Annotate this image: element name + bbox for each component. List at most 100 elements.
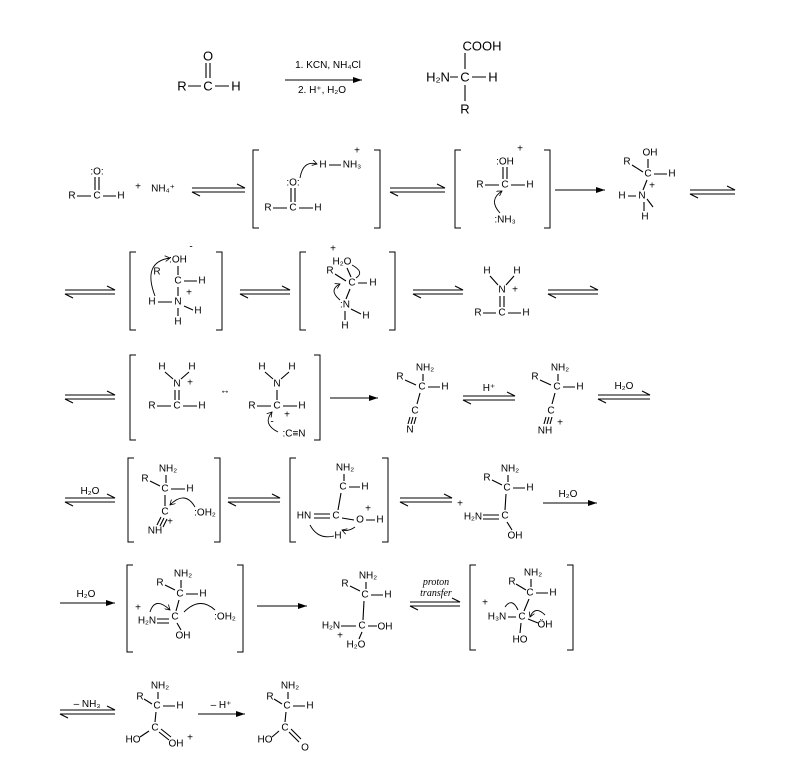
atom-label: O [356, 515, 364, 526]
atom-label: H [576, 382, 583, 393]
bond-lines [539, 374, 575, 425]
bond-lines [157, 371, 197, 407]
resonance-arrow: ↔ [220, 386, 230, 397]
atom-label: R [483, 473, 490, 484]
curved-arrow-icon [333, 264, 361, 301]
atom-label: O [203, 49, 213, 64]
atom-label: N [406, 425, 413, 436]
atom-label: :O: [90, 167, 103, 178]
equilibrium-arrow-icon [227, 493, 281, 507]
atom-label: R [156, 578, 163, 589]
atom-label: + [135, 603, 141, 614]
atom-label: R [248, 401, 255, 412]
curved-arrow-icon [170, 497, 196, 508]
atom-label: H [369, 278, 376, 289]
bond-lines [483, 275, 521, 314]
equilibrium-arrow-icon [409, 597, 461, 611]
atom-label: C [203, 79, 212, 94]
atom-label: R [623, 157, 630, 168]
equilibrium-arrow-icon [462, 391, 516, 405]
atom-label: H [194, 306, 201, 317]
atom-label: NH [148, 526, 162, 537]
atom-label: H [483, 266, 490, 277]
bond-lines [334, 267, 367, 320]
plus-sign: +NH₄⁺ [135, 182, 175, 195]
atom-label: H₂N [464, 512, 482, 523]
bond-lines [257, 371, 297, 407]
atom-label: C [281, 723, 288, 734]
atom-label: H₂N [322, 621, 340, 632]
atom-label: C [332, 511, 339, 522]
atom-label: :OH [496, 157, 514, 168]
bond-lines [157, 580, 198, 631]
atom-label: NH₂ [501, 464, 519, 475]
equilibrium-arrow-icon [239, 285, 291, 299]
equilibrium-arrow-icon [64, 390, 116, 404]
bond-lines [314, 474, 375, 521]
atom-label: C [161, 507, 168, 518]
atom-label: + [284, 410, 290, 421]
atom-label: COOH [463, 39, 502, 54]
atom-label: C [171, 612, 178, 623]
bracket [252, 149, 381, 229]
atom-label: H [376, 515, 383, 526]
curved-arrow-icon [309, 525, 356, 538]
atom-label: + [337, 631, 343, 642]
atom-label: H [641, 212, 648, 223]
bond-lines [485, 167, 525, 186]
atom-label: OH [508, 531, 523, 542]
bond-lines [188, 63, 229, 87]
atom-label: C [151, 723, 158, 734]
equilibrium-arrow-icon [689, 185, 736, 199]
atom-label: H [526, 483, 533, 494]
bond-lines [508, 579, 548, 634]
equilibrium-arrow-icon [191, 183, 246, 197]
atom-label: C [93, 191, 100, 202]
atom-label: OH [378, 622, 393, 633]
atom-label: C [161, 484, 168, 495]
bond-lines [271, 692, 305, 743]
atom-label: R [141, 474, 148, 485]
bracket [129, 354, 321, 441]
atom-label: R [508, 577, 515, 588]
atom-label: H [618, 191, 625, 202]
atom-label: H [199, 589, 206, 600]
atom-label: + [187, 733, 193, 744]
atom-label: OH [176, 631, 191, 642]
atom-label: H [513, 266, 520, 277]
atom-label: R [531, 372, 538, 383]
atom-label: H [522, 308, 529, 319]
atom-label: C [173, 401, 180, 412]
atom-label: H [341, 321, 348, 332]
atom-label: N [273, 379, 280, 390]
atom-label: C [358, 621, 365, 632]
atom-label: H [186, 484, 193, 495]
atom-label: R [326, 266, 333, 277]
atom-label: + [365, 504, 371, 515]
atom-label: R [341, 579, 348, 590]
bond-lines [628, 159, 667, 211]
bracket [454, 149, 551, 229]
atom-label: HO [258, 735, 273, 746]
arrow-label-proton: proton [422, 577, 449, 588]
atom-label: C [411, 406, 418, 417]
atom-label: H₂O [347, 640, 366, 651]
atom-label: NH₄⁺ [151, 184, 175, 195]
atom-label: NH₂ [336, 463, 354, 474]
atom-label: C [153, 701, 160, 712]
atom-label: H [176, 701, 183, 712]
atom-label: H [231, 79, 240, 94]
atom-label: H [668, 169, 675, 180]
